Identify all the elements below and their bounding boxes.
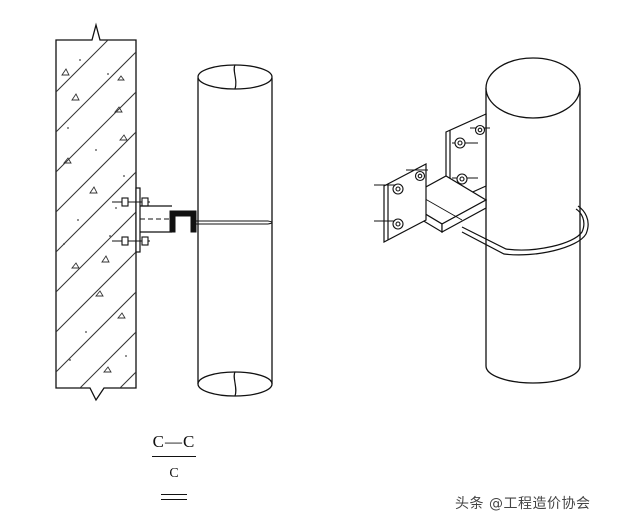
anchor-bolts	[112, 197, 150, 246]
aggregate-marks	[61, 68, 128, 373]
wall-hatching	[56, 25, 136, 400]
watermark-text: 头条 @工程造价协会	[455, 496, 591, 512]
vertical-pipe-section	[197, 64, 273, 397]
section-label-underline	[152, 456, 196, 457]
u-bolt-section	[196, 220, 273, 225]
section-sublabel-underline-2	[161, 499, 187, 500]
concrete-wall	[55, 22, 137, 402]
u-bolt-iso	[461, 205, 589, 256]
aggregate-dots	[63, 59, 127, 361]
section-label: C—C	[152, 432, 196, 451]
support-bracket	[140, 205, 197, 233]
embedded-plate	[135, 187, 141, 253]
isometric-pipe	[485, 57, 581, 384]
section-sublabel: C	[169, 466, 179, 481]
section-sublabel-underline-1	[161, 494, 187, 495]
plate-bolts	[374, 124, 490, 230]
